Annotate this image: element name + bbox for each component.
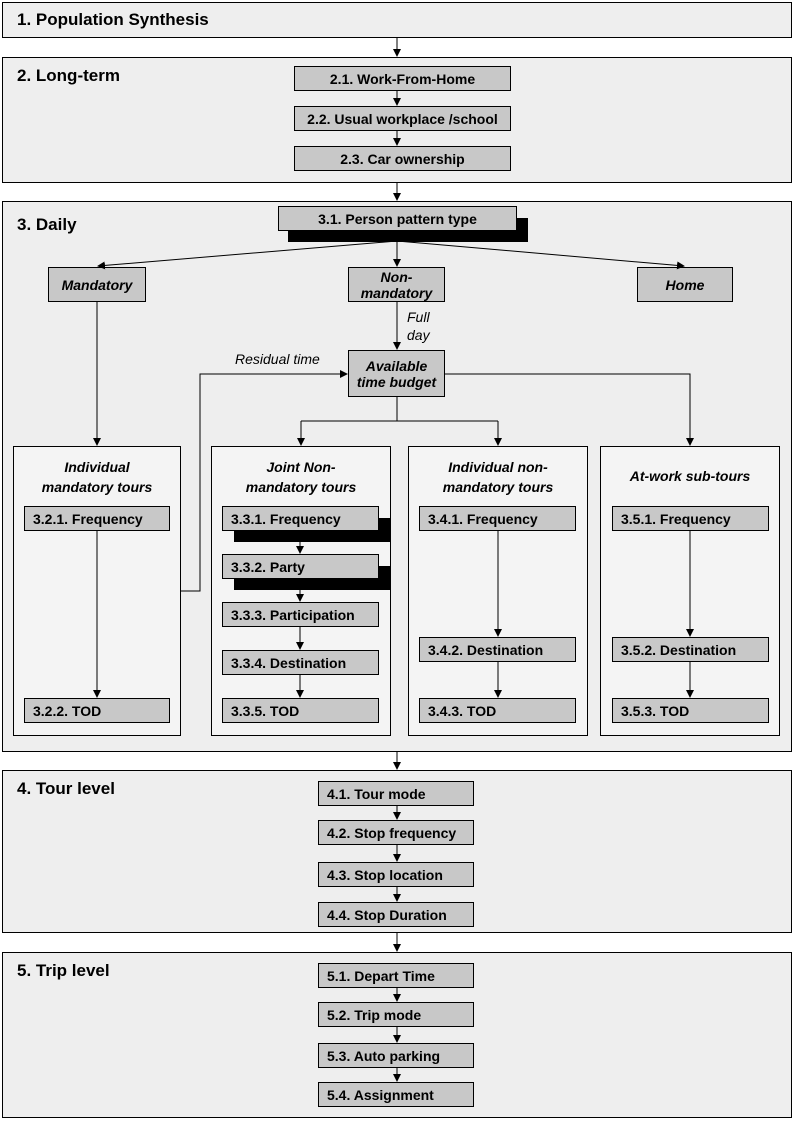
box-tour-mode: 4.1. Tour mode (318, 781, 474, 806)
box-car-ownership: 2.3. Car ownership (294, 146, 511, 171)
box-auto-parking: 5.3. Auto parking (318, 1043, 474, 1068)
box-stop-duration: 4.4. Stop Duration (318, 902, 474, 927)
box-indiv-nonmand-frequency: 3.4.1. Frequency (419, 506, 576, 531)
box-joint-frequency: 3.3.1. Frequency (222, 506, 379, 531)
box-joint-destination: 3.3.4. Destination (222, 650, 379, 675)
box-person-pattern-type: 3.1. Person pattern type (278, 206, 517, 231)
subpanel-title: Joint Non-mandatory tours (245, 459, 357, 495)
panel-population-synthesis: 1. Population Synthesis (2, 2, 792, 38)
box-mandatory-tod: 3.2.2. TOD (24, 698, 170, 723)
panel-title: 2. Long-term (17, 66, 120, 85)
box-indiv-nonmand-destination: 3.4.2. Destination (419, 637, 576, 662)
subpanel-title: Individual non-mandatory tours (442, 459, 554, 495)
box-available-time-budget: Available time budget (348, 350, 445, 397)
box-stop-location: 4.3. Stop location (318, 862, 474, 887)
label-full-day: Full day (407, 309, 430, 343)
subpanel-individual-non-mandatory: Individual non-mandatory tours (408, 446, 588, 736)
box-mandatory-frequency: 3.2.1. Frequency (24, 506, 170, 531)
box-atwork-destination: 3.5.2. Destination (612, 637, 769, 662)
box-trip-mode: 5.2. Trip mode (318, 1002, 474, 1027)
box-atwork-tod: 3.5.3. TOD (612, 698, 769, 723)
label-residual-time: Residual time (235, 351, 320, 367)
box-mandatory: Mandatory (48, 267, 146, 302)
box-usual-workplace: 2.2. Usual workplace /school (294, 106, 511, 131)
box-indiv-nonmand-tod: 3.4.3. TOD (419, 698, 576, 723)
subpanel-at-work-sub-tours: At-work sub-tours (600, 446, 780, 736)
box-assignment: 5.4. Assignment (318, 1082, 474, 1107)
subpanel-individual-mandatory: Individual mandatory tours (13, 446, 181, 736)
box-joint-tod: 3.3.5. TOD (222, 698, 379, 723)
box-joint-participation: 3.3.3. Participation (222, 602, 379, 627)
panel-title: 3. Daily (17, 215, 77, 234)
subpanel-title: At-work sub-tours (629, 468, 751, 484)
box-atwork-frequency: 3.5.1. Frequency (612, 506, 769, 531)
panel-title: 5. Trip level (17, 961, 110, 980)
box-joint-party: 3.3.2. Party (222, 554, 379, 579)
subpanel-joint-non-mandatory: Joint Non-mandatory tours (211, 446, 391, 736)
box-home: Home (637, 267, 733, 302)
box-stop-frequency: 4.2. Stop frequency (318, 820, 474, 845)
box-depart-time: 5.1. Depart Time (318, 963, 474, 988)
box-non-mandatory: Non-mandatory (348, 267, 445, 302)
box-work-from-home: 2.1. Work-From-Home (294, 66, 511, 91)
subpanel-title: Individual mandatory tours (41, 459, 153, 495)
panel-title: 1. Population Synthesis (17, 10, 209, 29)
panel-title: 4. Tour level (17, 779, 115, 798)
